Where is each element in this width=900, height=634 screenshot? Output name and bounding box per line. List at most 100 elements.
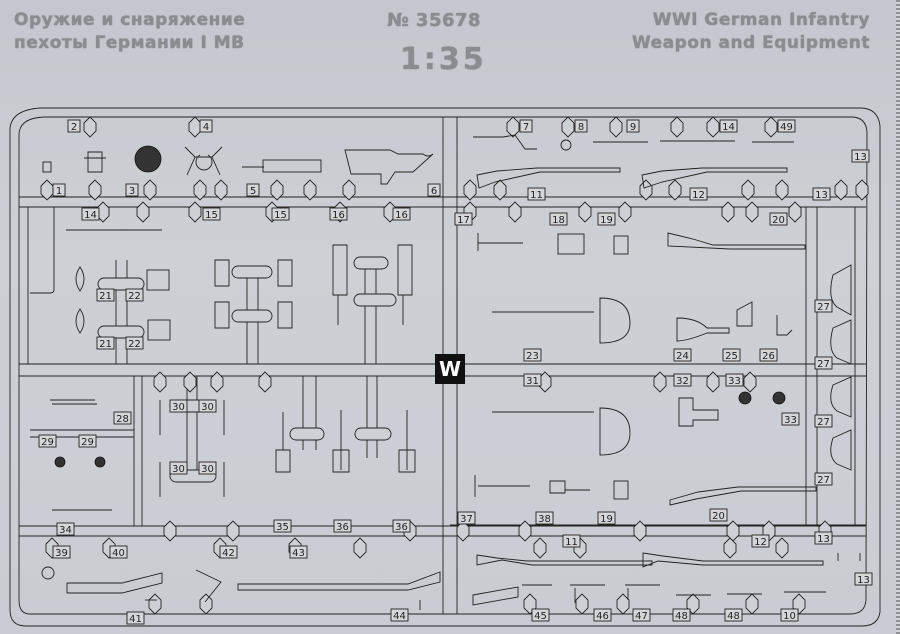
part-label-box (109, 545, 128, 559)
sprue-gate (353, 537, 367, 559)
part-label-box (781, 412, 800, 426)
part-label-number: 33 (784, 415, 797, 426)
part-label-box (593, 608, 612, 622)
sprue-gate (143, 179, 157, 201)
part-label-18: 18 (549, 212, 568, 226)
part-label-15: 15 (271, 207, 290, 221)
part-label-box (751, 534, 770, 548)
part-24-holster (676, 317, 730, 342)
part-label-number: 30 (201, 464, 214, 475)
part-label-27: 27 (814, 299, 833, 313)
part-label-27: 27 (814, 414, 833, 428)
part-label-number: 31 (526, 376, 539, 387)
part-label-7: 7 (519, 119, 533, 133)
part-31-shovel (492, 407, 631, 456)
part-label-number: 24 (676, 351, 689, 362)
part-label-2: 2 (67, 119, 81, 133)
sprue-gate (723, 537, 737, 559)
sprue-gate (193, 179, 207, 201)
part-label-box (125, 288, 144, 302)
part-label-26: 26 (759, 348, 778, 362)
part-label-number: 17 (457, 215, 470, 226)
part-label-number: 28 (116, 414, 129, 425)
title-russian: Оружие и снаряжение пехоты Германии I МВ (14, 9, 245, 55)
part-40-rifle (66, 572, 163, 594)
part-label-box (780, 608, 799, 622)
part-39 (41, 566, 55, 580)
part-label-box (814, 299, 833, 313)
part-label-number: 10 (783, 611, 796, 622)
part-label-6: 6 (427, 183, 441, 197)
sprue-gate (726, 520, 740, 542)
part-label-32: 32 (673, 373, 692, 387)
title-ru-line2: пехоты Германии I МВ (14, 33, 245, 53)
part-label-number: 21 (99, 339, 112, 350)
part-label-box (125, 183, 139, 197)
part-29-grenade-2 (94, 456, 106, 468)
part-label-box (673, 373, 692, 387)
title-en-line1: WWI German Infantry (652, 10, 870, 30)
sprue-gate (775, 179, 789, 201)
sprue-id-badge: W (435, 354, 465, 384)
title-ru-line1: Оружие и снаряжение (14, 10, 246, 30)
part-label-box (814, 472, 833, 486)
catalog-number: № 35678 (387, 10, 482, 31)
part-23-shovel (492, 297, 631, 344)
part-label-40: 40 (109, 545, 128, 559)
part-label-number: 16 (395, 210, 408, 221)
part-38 (549, 480, 590, 494)
part-label-20: 20 (709, 508, 728, 522)
sprue-gate (721, 201, 735, 223)
part-label-box (814, 356, 833, 370)
part-label-box (632, 608, 651, 622)
part-label-box (390, 608, 409, 622)
part-label-43: 43 (289, 545, 308, 559)
part-label-27: 27 (814, 356, 833, 370)
sprue-gate (745, 201, 759, 223)
part-label-30: 30 (198, 461, 217, 475)
part-label-number: 13 (817, 534, 830, 545)
part-label-12: 12 (751, 534, 770, 548)
part-6-mg-receiver (344, 149, 434, 185)
part-35-shovel (275, 412, 291, 473)
part-label-box (812, 187, 831, 201)
part-label-number: 21 (99, 291, 112, 302)
part-label-39: 39 (52, 545, 71, 559)
part-label-box (198, 461, 217, 475)
part-label-number: 6 (431, 186, 437, 197)
sprue-gate (578, 201, 592, 223)
part-label-number: 13 (857, 575, 870, 586)
part-label-19: 19 (597, 511, 616, 525)
part-label-box (454, 212, 473, 226)
part-label-21: 21 (96, 336, 115, 350)
part-label-30: 30 (169, 461, 188, 475)
part-label-44: 44 (390, 608, 409, 622)
part-label-box (597, 511, 616, 525)
part-label-48: 48 (672, 608, 691, 622)
part-label-number: 41 (129, 614, 142, 625)
part-label-number: 14 (84, 210, 97, 221)
part-label-number: 46 (596, 611, 609, 622)
part-label-box (523, 373, 542, 387)
part-label-42: 42 (219, 545, 238, 559)
sprue-gate (633, 520, 647, 542)
part-29-grenade (54, 456, 66, 468)
part-label-12: 12 (689, 187, 708, 201)
part-label-box (219, 545, 238, 559)
part-label-33: 33 (725, 373, 744, 387)
part-label-box (626, 119, 640, 133)
part-label-number: 30 (201, 402, 214, 413)
part-label-box (333, 519, 352, 533)
part-label-number: 16 (332, 210, 345, 221)
part-43-rifle (237, 571, 441, 591)
sprue-gate (788, 201, 802, 223)
part-label-25: 25 (722, 348, 741, 362)
part-label-number: 13 (815, 190, 828, 201)
part-label-box (198, 399, 217, 413)
part-label-number: 13 (854, 152, 867, 163)
part-label-29: 29 (78, 434, 97, 448)
part-label-41: 41 (126, 611, 145, 625)
part-label-box (854, 572, 873, 586)
part-label-box (202, 207, 221, 221)
